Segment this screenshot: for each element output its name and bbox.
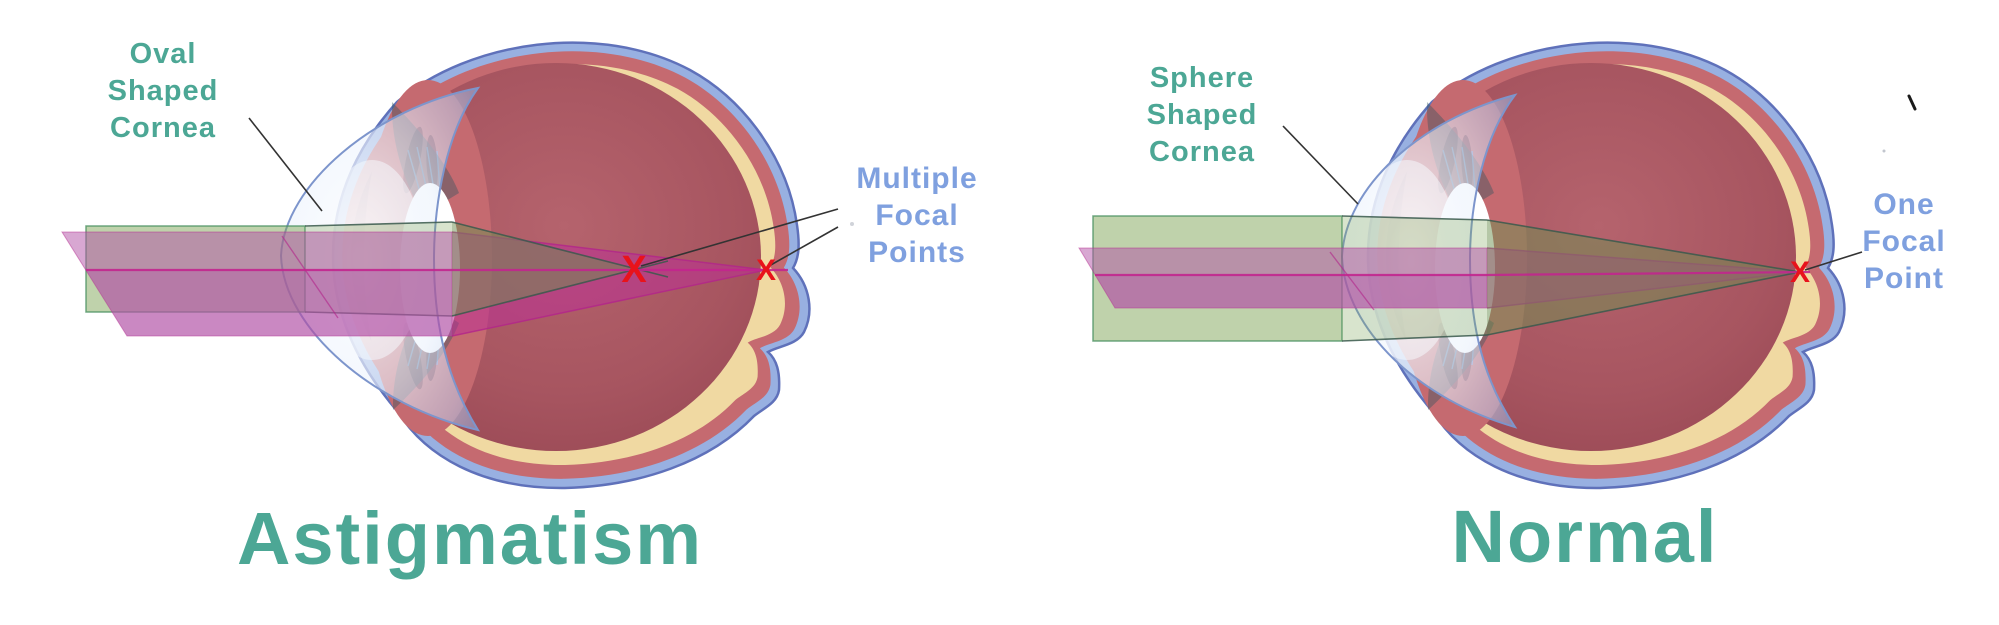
cornea-pointer-line — [1282, 125, 1359, 205]
refraction-line — [1329, 251, 1375, 311]
label-line: Points — [868, 236, 966, 269]
pink-light-beam-lower-sheet — [1095, 275, 1487, 308]
dot-artifact — [1882, 149, 1886, 153]
refraction-line — [281, 235, 339, 319]
sphere-cornea-label: Sphere Shaped Cornea — [1147, 60, 1258, 171]
label-line: Point — [1863, 262, 1944, 295]
label-line: Cornea — [1149, 136, 1255, 168]
green-converging-beam — [1487, 220, 1800, 335]
label-line: Oval — [129, 38, 197, 70]
light-beams-left — [61, 221, 788, 337]
focal-pointer-line-1 — [640, 208, 839, 267]
light-beams-right — [1078, 215, 1811, 342]
pink-light-beam-lower-sheet — [86, 270, 452, 336]
focal-x-mark-2: X — [756, 254, 776, 287]
pointer-lines-right — [1282, 125, 1863, 271]
label-line: Multiple — [856, 162, 978, 195]
focal-pointer-line-2 — [768, 226, 839, 267]
label-line: Shaped — [107, 75, 219, 107]
cornea-pointer-line — [248, 117, 323, 212]
label-line: Sphere — [1149, 62, 1255, 94]
image-artifacts — [850, 94, 1917, 226]
normal-title: Normal — [1451, 495, 1719, 578]
astigmatism-eye: X X — [61, 43, 839, 488]
one-focal-point-label: One Focal Point — [1862, 186, 1945, 297]
multiple-focal-points-label: Multiple Focal Points — [856, 160, 977, 271]
label-line: Focal — [1862, 225, 1946, 258]
focal-pointer-line — [1804, 251, 1863, 271]
label-line: Focal — [875, 199, 959, 232]
central-axis-ray — [1095, 270, 1811, 277]
pointer-lines-left — [248, 117, 839, 267]
focal-x-mark: X — [1790, 256, 1810, 289]
focal-x-mark-1: X — [621, 249, 647, 291]
label-line: Shaped — [1146, 99, 1258, 131]
astigmatism-title: Astigmatism — [236, 497, 704, 580]
tick-artifact — [1907, 94, 1917, 111]
dot-artifact — [850, 222, 854, 226]
normal-eye: X — [1078, 43, 1863, 488]
oval-cornea-label: Oval Shaped Cornea — [108, 36, 219, 147]
label-line: Cornea — [110, 112, 216, 144]
label-line: One — [1873, 188, 1935, 221]
